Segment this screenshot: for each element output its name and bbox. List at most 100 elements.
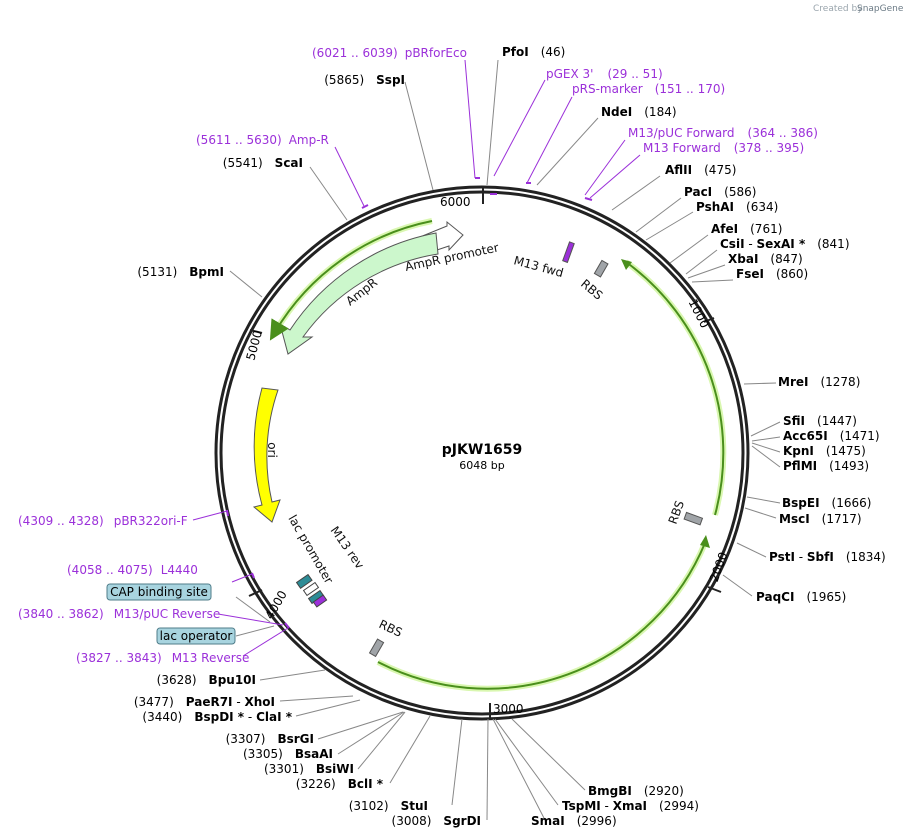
primer-prs-marker[interactable]: pRS-marker(151 .. 170) [572,82,725,96]
primer-leader-l4440 [231,573,253,583]
leader-fsei [691,279,734,283]
credit-prefix: Created by [813,4,863,14]
leader-bcli [389,715,431,784]
plasmid-length: 6048 bp [459,459,504,472]
tick-mark-4000 [248,589,263,597]
primer-leader-m13-rev [242,627,289,657]
enzyme-bpmi[interactable]: (5131)BpmI [137,265,224,279]
enzyme-leaders [229,59,781,821]
primer-leader-ampr [334,146,365,207]
enzyme-bcli[interactable]: (3226)BclI * [296,777,384,791]
leader-bsaai [337,711,405,755]
primer-pbr322ori-f[interactable]: (4309 .. 4328)pBR322ori-F [18,514,188,528]
orf-glow-bottom [376,541,708,692]
primer-l4440[interactable]: (4058 .. 4075)L4440 [67,563,198,577]
primer-mark-l4440 [251,572,255,579]
enzyme-bsiwi[interactable]: (3301)BsiWI [264,762,354,776]
leader-bmgbi [511,718,586,791]
primer-leaders [192,59,641,657]
leader-stui [451,718,463,806]
rbs-marker-top[interactable] [593,259,609,278]
tick-mark-5000 [249,329,263,334]
plasmid-name: pJKW1659 [442,442,523,458]
enzyme-pflmi[interactable]: PflMI(1493) [783,459,869,473]
enzyme-xbai[interactable]: XbaI(847) [728,252,803,266]
primer-m13-reverse[interactable]: (3827 .. 3843)M13 Reverse [76,651,249,665]
primer-mark-ampr [361,204,369,209]
leader-xbai [687,264,726,279]
orf-arc-right[interactable] [625,261,725,516]
m13-fwd-marker[interactable] [562,241,575,264]
enzyme-tspmi-xmai[interactable]: TspMI - XmaI(2994) [562,799,699,813]
leader-paer7i [279,695,354,702]
rbs-label-bottom: RBS [377,617,405,640]
enzyme-fsei[interactable]: FseI(860) [736,267,808,281]
enzyme-ndei[interactable]: NdeI(184) [601,105,677,119]
leader-sfii [750,421,781,437]
leader-sgrdi [486,718,489,821]
enzyme-csii-sexai[interactable]: CsiI - SexAI *(841) [720,237,850,251]
enzyme-bspdi-clai[interactable]: (3440)BspDI * - ClaI * [142,710,292,724]
enzyme-sspi[interactable]: (5865)SspI [324,73,405,87]
enzyme-bpu10i[interactable]: (3628)Bpu10I [157,673,256,687]
enzyme-sgrdi[interactable]: (3008)SgrDI [392,814,481,828]
leader-bpmi [229,270,263,298]
ori-label: ori [265,442,279,458]
primer-amp-r[interactable]: (5611 .. 5630)Amp-R [196,133,329,147]
primer-m13puc-forward[interactable]: M13/pUC Forward(364 .. 386) [628,126,818,140]
orf-arc-bottom[interactable] [377,542,706,690]
cap-binding-site-badge[interactable] [106,583,212,601]
enzyme-stui[interactable]: (3102)StuI [349,799,428,813]
leader-bspdi [295,699,361,717]
leader-pshai [645,211,694,241]
credit-brand: SnapGene [857,4,904,14]
lac-promoter-marker[interactable] [302,581,320,597]
enzyme-pshai[interactable]: PshAI(634) [696,200,778,214]
cap-site-marker[interactable] [295,573,313,589]
enzyme-paqci[interactable]: PaqCI(1965) [756,590,846,604]
ori-arrow[interactable] [252,387,281,523]
primer-m13-forward[interactable]: M13 Forward(378 .. 395) [643,141,804,155]
enzyme-acc65i[interactable]: Acc65I(1471) [783,429,880,443]
leader-tspmi [494,718,559,806]
primer-mark-m13puc-fwd [584,197,593,201]
primer-leader-m13puc-rev [217,613,284,626]
tick-label-2000: 2000 [707,550,731,583]
lac-operator-badge[interactable] [156,627,236,645]
enzyme-paer7i-xhoi[interactable]: (3477)PaeR7I - XhoI [134,695,275,709]
primer-leader-pbr322ori [192,510,228,521]
enzyme-pfoi[interactable]: PfoI(46) [502,45,565,59]
enzyme-mrei[interactable]: MreI(1278) [778,375,860,389]
primer-mark-m13puc-rev [284,622,290,629]
enzyme-msci[interactable]: MscI(1717) [779,512,862,526]
leader-bsiwi [357,711,406,770]
enzyme-bspei[interactable]: BspEI(1666) [782,496,871,510]
leader-pfoi [486,59,499,186]
enzyme-sfii[interactable]: SfiI(1447) [783,414,857,428]
enzyme-psti-sbfi[interactable]: PstI - SbfI(1834) [769,550,886,564]
enzyme-smai[interactable]: SmaI(2996) [531,814,617,828]
leader-afei [669,234,709,264]
m13-rev-marker[interactable] [312,594,328,608]
rbs-marker-right[interactable] [683,511,704,526]
enzyme-bsrgi[interactable]: (3307)BsrGI [226,732,314,746]
enzyme-bmgbi[interactable]: BmgBI(2920) [588,784,684,798]
enzyme-aflii[interactable]: AflII(475) [665,163,736,177]
primer-pbrforeco[interactable]: (6021 .. 6039)pBRforEco [312,46,467,60]
enzyme-paci[interactable]: PacI(586) [684,185,756,199]
lac-promoter-label: lac promoter [285,513,336,587]
leader-bpu10i [259,669,326,681]
leader-paqci [722,574,753,597]
rbs-marker-bottom[interactable] [368,638,385,658]
ampr-arrow[interactable] [279,232,439,355]
rbs-label-top: RBS [578,277,605,303]
enzyme-afei[interactable]: AfeI(761) [711,222,782,236]
enzyme-bsaai[interactable]: (3305)BsaAI [243,747,333,761]
orf-arc-top[interactable] [269,220,433,341]
primer-pgex3[interactable]: pGEX 3'(29 .. 51) [546,67,663,81]
primer-m13puc-reverse[interactable]: (3840 .. 3862)M13/pUC Reverse [18,607,220,621]
leader-paci [635,197,682,233]
enzyme-kpni[interactable]: KpnI(1475) [783,444,866,458]
enzyme-scai[interactable]: (5541)ScaI [223,156,303,170]
